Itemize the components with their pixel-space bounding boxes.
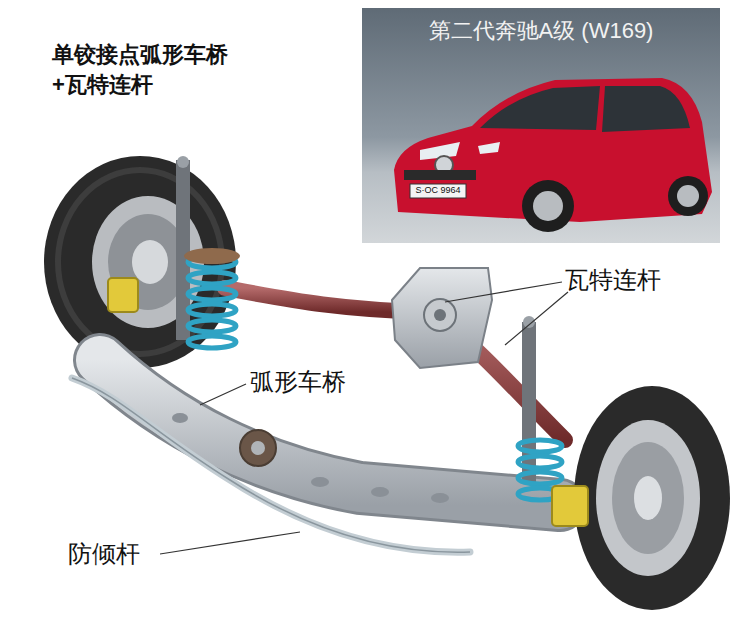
part-label: 弧形车桥	[250, 368, 380, 396]
car-photo	[362, 8, 720, 243]
license-plate: S·OC 9964	[410, 185, 466, 195]
diagram-title: 单铰接点弧形车桥 +瓦特连杆	[52, 40, 252, 100]
watt-bracket	[392, 268, 492, 368]
part-label: 瓦特连杆	[565, 266, 695, 294]
axle-mount	[240, 430, 276, 466]
arc-axle	[100, 360, 560, 505]
brake-caliper	[552, 486, 588, 526]
right-wheel	[574, 386, 730, 610]
photo-caption: 第二代奔驰A级 (W169)	[362, 18, 720, 43]
anti-roll-bar	[72, 378, 470, 552]
brake-caliper	[108, 278, 138, 312]
part-label: 防倾杆	[68, 540, 168, 568]
coil-spring	[188, 256, 236, 348]
leader-line	[160, 282, 568, 554]
